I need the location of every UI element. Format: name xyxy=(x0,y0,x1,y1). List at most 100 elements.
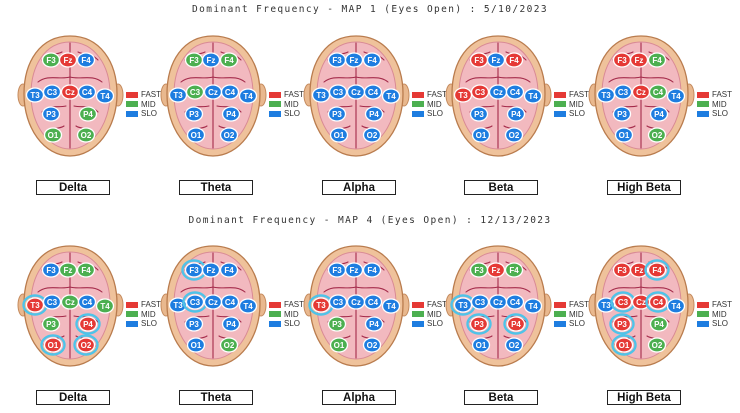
electrode-p4[interactable]: P4 xyxy=(221,316,241,332)
electrode-p4[interactable]: P4 xyxy=(78,106,98,122)
electrode-c3[interactable]: C3 xyxy=(613,84,633,100)
electrode-p4[interactable]: P4 xyxy=(649,106,669,122)
electrode-p4[interactable]: P4 xyxy=(503,313,529,335)
electrode-c3[interactable]: C3 xyxy=(328,84,348,100)
electrode-f3[interactable]: F3 xyxy=(327,52,347,68)
electrode-fz[interactable]: Fz xyxy=(629,262,649,278)
electrode-fz[interactable]: Fz xyxy=(486,262,506,278)
electrode-fz[interactable]: Fz xyxy=(201,262,221,278)
electrode-p3[interactable]: P3 xyxy=(41,106,61,122)
electrode-p3[interactable]: P3 xyxy=(327,106,347,122)
electrode-c4[interactable]: C4 xyxy=(77,84,97,100)
electrode-o1[interactable]: O1 xyxy=(471,127,491,143)
electrode-fz[interactable]: Fz xyxy=(344,262,364,278)
electrode-f3[interactable]: F3 xyxy=(181,259,207,281)
electrode-f3[interactable]: F3 xyxy=(41,52,61,68)
electrode-p3[interactable]: P3 xyxy=(184,106,204,122)
electrode-f4[interactable]: F4 xyxy=(644,259,670,281)
electrode-p3[interactable]: P3 xyxy=(612,106,632,122)
electrode-p3[interactable]: P3 xyxy=(184,316,204,332)
electrode-f4[interactable]: F4 xyxy=(219,52,239,68)
electrode-c4[interactable]: C4 xyxy=(648,84,668,100)
electrode-t4[interactable]: T4 xyxy=(95,298,115,314)
electrode-p4[interactable]: P4 xyxy=(364,106,384,122)
electrode-o2[interactable]: O2 xyxy=(647,127,667,143)
electrode-o1[interactable]: O1 xyxy=(329,127,349,143)
electrode-p3[interactable]: P3 xyxy=(469,106,489,122)
electrode-c3[interactable]: C3 xyxy=(185,84,205,100)
electrode-f4[interactable]: F4 xyxy=(219,262,239,278)
electrode-o2[interactable]: O2 xyxy=(219,127,239,143)
electrode-t4[interactable]: T4 xyxy=(523,88,543,104)
electrode-fz[interactable]: Fz xyxy=(629,52,649,68)
electrode-t3[interactable]: T3 xyxy=(168,87,188,103)
electrode-f3[interactable]: F3 xyxy=(612,262,632,278)
electrode-f4[interactable]: F4 xyxy=(362,262,382,278)
electrode-c4[interactable]: C4 xyxy=(220,84,240,100)
electrode-o2[interactable]: O2 xyxy=(504,337,524,353)
electrode-c3[interactable]: C3 xyxy=(610,291,636,313)
electrode-cz[interactable]: Cz xyxy=(203,294,223,310)
electrode-c3[interactable]: C3 xyxy=(42,294,62,310)
electrode-o1[interactable]: O1 xyxy=(614,127,634,143)
electrode-o1[interactable]: O1 xyxy=(471,337,491,353)
electrode-p4[interactable]: P4 xyxy=(75,313,101,335)
electrode-o1[interactable]: O1 xyxy=(186,337,206,353)
electrode-c3[interactable]: C3 xyxy=(328,294,348,310)
electrode-c4[interactable]: C4 xyxy=(77,294,97,310)
electrode-cz[interactable]: Cz xyxy=(346,294,366,310)
electrode-c4[interactable]: C4 xyxy=(220,294,240,310)
electrode-fz[interactable]: Fz xyxy=(58,262,78,278)
electrode-f3[interactable]: F3 xyxy=(41,262,61,278)
electrode-cz[interactable]: Cz xyxy=(488,294,508,310)
electrode-fz[interactable]: Fz xyxy=(58,52,78,68)
electrode-f4[interactable]: F4 xyxy=(504,262,524,278)
electrode-t3[interactable]: T3 xyxy=(22,294,48,316)
electrode-t4[interactable]: T4 xyxy=(381,298,401,314)
electrode-cz[interactable]: Cz xyxy=(60,84,80,100)
electrode-f4[interactable]: F4 xyxy=(362,52,382,68)
electrode-c3[interactable]: C3 xyxy=(182,291,208,313)
electrode-o1[interactable]: O1 xyxy=(329,337,349,353)
electrode-t3[interactable]: T3 xyxy=(453,87,473,103)
electrode-o1[interactable]: O1 xyxy=(186,127,206,143)
electrode-t4[interactable]: T4 xyxy=(238,88,258,104)
electrode-c4[interactable]: C4 xyxy=(645,291,671,313)
electrode-c4[interactable]: C4 xyxy=(363,84,383,100)
electrode-o2[interactable]: O2 xyxy=(76,127,96,143)
electrode-c3[interactable]: C3 xyxy=(470,84,490,100)
electrode-t4[interactable]: T4 xyxy=(381,88,401,104)
electrode-p3[interactable]: P3 xyxy=(41,316,61,332)
electrode-p4[interactable]: P4 xyxy=(221,106,241,122)
electrode-f3[interactable]: F3 xyxy=(327,262,347,278)
electrode-fz[interactable]: Fz xyxy=(486,52,506,68)
electrode-cz[interactable]: Cz xyxy=(203,84,223,100)
electrode-c4[interactable]: C4 xyxy=(505,294,525,310)
electrode-o2[interactable]: O2 xyxy=(504,127,524,143)
electrode-f4[interactable]: F4 xyxy=(647,52,667,68)
electrode-p3[interactable]: P3 xyxy=(609,313,635,335)
electrode-t3[interactable]: T3 xyxy=(596,87,616,103)
electrode-t3[interactable]: T3 xyxy=(168,297,188,313)
electrode-p4[interactable]: P4 xyxy=(364,316,384,332)
electrode-t4[interactable]: T4 xyxy=(238,298,258,314)
electrode-f3[interactable]: F3 xyxy=(184,52,204,68)
electrode-o2[interactable]: O2 xyxy=(362,127,382,143)
electrode-fz[interactable]: Fz xyxy=(344,52,364,68)
electrode-cz[interactable]: Cz xyxy=(631,84,651,100)
electrode-t4[interactable]: T4 xyxy=(666,88,686,104)
electrode-t4[interactable]: T4 xyxy=(523,298,543,314)
electrode-t3[interactable]: T3 xyxy=(25,87,45,103)
electrode-o2[interactable]: O2 xyxy=(73,334,99,356)
electrode-fz[interactable]: Fz xyxy=(201,52,221,68)
electrode-o2[interactable]: O2 xyxy=(647,337,667,353)
electrode-c4[interactable]: C4 xyxy=(363,294,383,310)
electrode-t4[interactable]: T4 xyxy=(666,298,686,314)
electrode-cz[interactable]: Cz xyxy=(60,294,80,310)
electrode-o1[interactable]: O1 xyxy=(43,127,63,143)
electrode-p3[interactable]: P3 xyxy=(466,313,492,335)
electrode-o2[interactable]: O2 xyxy=(219,337,239,353)
electrode-o1[interactable]: O1 xyxy=(611,334,637,356)
electrode-f4[interactable]: F4 xyxy=(504,52,524,68)
electrode-o1[interactable]: O1 xyxy=(40,334,66,356)
